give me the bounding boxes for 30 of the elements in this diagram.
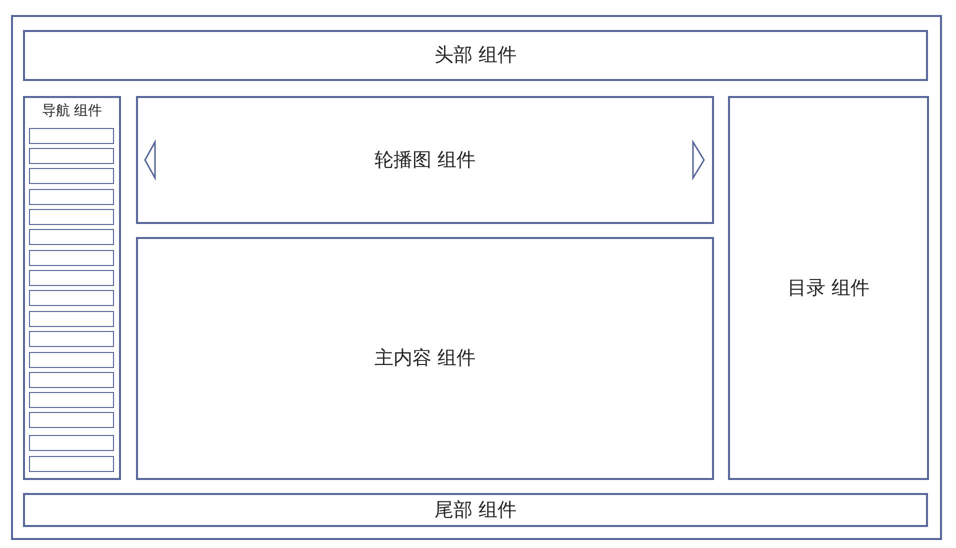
menu-item-placeholder bbox=[29, 412, 114, 428]
menu-item-placeholder bbox=[29, 189, 114, 205]
component-label: 主内容 组件 bbox=[374, 347, 476, 370]
footer-region bbox=[23, 493, 928, 527]
menu-item-placeholder bbox=[29, 148, 114, 164]
menu-item-placeholder bbox=[29, 128, 114, 144]
menu-item-placeholder bbox=[29, 209, 114, 225]
menu-item-placeholder bbox=[29, 435, 114, 451]
carousel-region bbox=[136, 96, 714, 224]
toc-sidebar bbox=[728, 96, 929, 480]
menu-item-placeholder bbox=[29, 456, 114, 472]
menu-item-placeholder bbox=[29, 250, 114, 266]
menu-item-placeholder bbox=[29, 352, 114, 368]
component-label: 头部 组件 bbox=[434, 44, 517, 67]
menu-item-placeholder bbox=[29, 290, 114, 306]
menu-item-placeholder bbox=[29, 331, 114, 347]
menu-item-placeholder bbox=[29, 229, 114, 245]
page-frame bbox=[11, 15, 942, 540]
menu-item-placeholder bbox=[29, 168, 114, 184]
menu-item-placeholder bbox=[29, 372, 114, 388]
component-label: 导航 组件 bbox=[42, 103, 102, 120]
header-region bbox=[23, 30, 928, 81]
component-label: 尾部 组件 bbox=[434, 498, 517, 522]
component-label: 目录 组件 bbox=[787, 276, 870, 300]
main-content-region bbox=[136, 237, 714, 480]
menu-item-placeholder bbox=[29, 270, 114, 286]
menu-item-placeholder bbox=[29, 311, 114, 327]
menu-item-placeholder bbox=[29, 392, 114, 408]
nav-sidebar bbox=[23, 96, 121, 480]
component-label: 轮播图 组件 bbox=[374, 148, 476, 172]
